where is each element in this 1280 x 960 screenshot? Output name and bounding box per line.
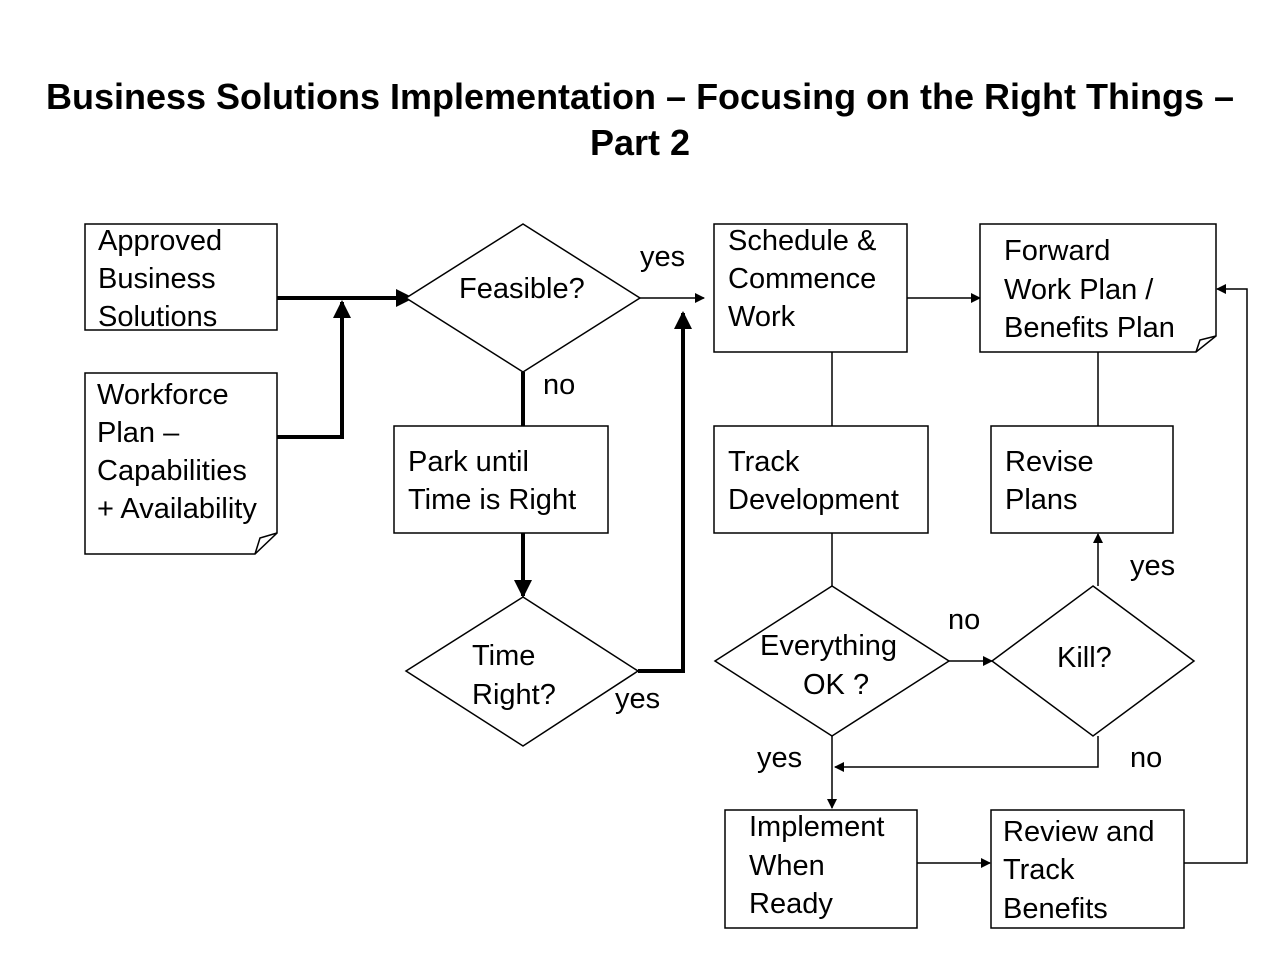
node-label: Right? bbox=[472, 679, 556, 711]
kill-decision: Kill? bbox=[990, 585, 1196, 737]
node-label: Approved bbox=[98, 225, 222, 257]
node-label: Plan – bbox=[97, 417, 180, 449]
node-label: Work bbox=[728, 301, 796, 333]
node-label: Ready bbox=[749, 888, 833, 920]
node-label: Benefits Plan bbox=[1004, 312, 1175, 344]
node-label: Workforce bbox=[97, 379, 229, 411]
edge-label-time-right-yes: yes bbox=[615, 683, 660, 715]
edge-label-kill-no: no bbox=[1130, 742, 1162, 774]
node-label: Plans bbox=[1005, 484, 1078, 516]
feasible-decision: Feasible? bbox=[404, 223, 642, 373]
node-label: Track bbox=[1003, 854, 1075, 886]
node-label: OK ? bbox=[803, 669, 869, 701]
node-label: Schedule & bbox=[728, 225, 876, 257]
kill-no-arrow bbox=[834, 736, 1099, 772]
node-label: Development bbox=[728, 484, 899, 516]
timeright-yes-arrow bbox=[638, 311, 692, 673]
node-label: Solutions bbox=[98, 301, 217, 333]
park-until-time-right-box: Park until Time is Right bbox=[393, 425, 609, 534]
edge-label-everything-yes: yes bbox=[757, 742, 802, 774]
node-label: Business bbox=[98, 263, 216, 295]
everything-ok-decision: Everything OK ? bbox=[713, 585, 951, 737]
node-label: Revise bbox=[1005, 446, 1094, 478]
diagram-title: Business Solutions Implementation – Focu… bbox=[45, 76, 1235, 163]
edge-label-kill-yes: yes bbox=[1130, 550, 1175, 582]
node-label: Work Plan / bbox=[1004, 274, 1154, 306]
edge-label-everything-no: no bbox=[948, 604, 980, 636]
node-label: Forward bbox=[1004, 235, 1110, 267]
node-label: Kill? bbox=[1057, 642, 1112, 674]
node-label: Everything bbox=[760, 630, 897, 662]
node-label: Park until bbox=[408, 446, 529, 478]
node-label: Capabilities bbox=[97, 455, 247, 487]
approved-business-solutions-box: Approved Business Solutions bbox=[84, 223, 278, 333]
revise-plans-box: Revise Plans bbox=[990, 425, 1174, 534]
node-label: Feasible? bbox=[459, 273, 585, 305]
node-label: Time bbox=[472, 640, 535, 672]
node-label: Track bbox=[728, 446, 800, 478]
node-label: Commence bbox=[728, 263, 876, 295]
node-label: + Availability bbox=[97, 493, 257, 525]
edge-label-feasible-yes: yes bbox=[640, 241, 685, 273]
workforce-plan-document: Workforce Plan – Capabilities + Availabi… bbox=[84, 372, 278, 555]
review-track-benefits-box: Review and Track Benefits bbox=[990, 809, 1185, 929]
schedule-commence-work-box: Schedule & Commence Work bbox=[713, 223, 908, 353]
workforce-to-feasible-arrow bbox=[277, 300, 351, 439]
node-label: Review and bbox=[1003, 816, 1155, 848]
node-label: Implement bbox=[749, 811, 884, 843]
forward-work-plan-document: Forward Work Plan / Benefits Plan bbox=[979, 223, 1217, 353]
track-development-box: Track Development bbox=[713, 425, 929, 534]
review-to-forward-arrow bbox=[1184, 284, 1248, 864]
edge-label-feasible-no: no bbox=[543, 369, 575, 401]
implement-when-ready-box: Implement When Ready bbox=[724, 809, 918, 929]
node-label: Benefits bbox=[1003, 893, 1108, 925]
node-label: When bbox=[749, 850, 825, 882]
time-right-decision: Time Right? bbox=[404, 596, 640, 747]
node-label: Time is Right bbox=[408, 484, 576, 516]
